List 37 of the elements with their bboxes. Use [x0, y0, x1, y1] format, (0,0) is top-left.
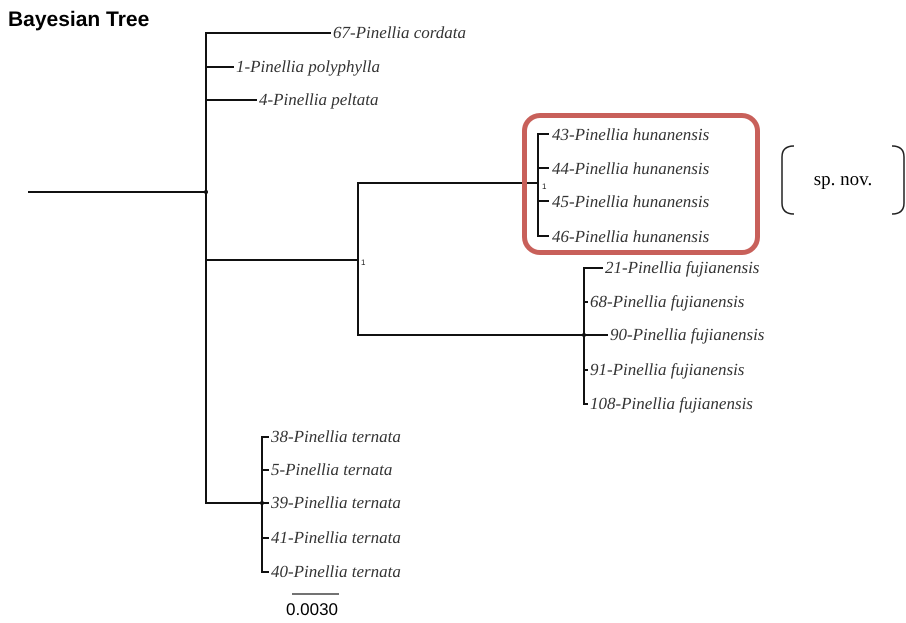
bracket-annotation	[780, 145, 906, 215]
annotation-text: sp. nov.	[812, 169, 874, 191]
taxon-label: 46-Pinellia hunanensis	[552, 227, 710, 247]
taxon-label: 67-Pinellia cordata	[333, 23, 466, 43]
tree-branch	[205, 192, 262, 504]
tree-branch	[537, 183, 549, 237]
taxon-label: 1-Pinellia polyphylla	[236, 57, 380, 77]
taxon-label: 21-Pinellia fujianensis	[605, 258, 760, 278]
taxon-label: 39-Pinellia ternata	[271, 493, 401, 513]
tree-branch	[28, 191, 206, 193]
tree-branch	[205, 99, 257, 192]
taxon-label: 90-Pinellia fujianensis	[610, 325, 764, 345]
taxon-label: 40-Pinellia ternata	[271, 562, 401, 582]
taxon-label: 38-Pinellia ternata	[271, 427, 401, 447]
highlight-frame	[522, 113, 760, 255]
taxon-label: 45-Pinellia hunanensis	[552, 192, 710, 212]
tree-branch	[357, 260, 584, 336]
branch-node	[260, 501, 264, 505]
tree-branch	[583, 334, 608, 336]
taxon-label: 91-Pinellia fujianensis	[590, 360, 744, 380]
tree-branch	[583, 301, 588, 335]
taxon-label: 43-Pinellia hunanensis	[552, 125, 710, 145]
support-value: 1	[542, 182, 546, 191]
taxon-label: 44-Pinellia hunanensis	[552, 159, 710, 179]
tree-branch	[357, 182, 538, 260]
taxon-label: 68-Pinellia fujianensis	[590, 292, 744, 312]
branch-node	[204, 190, 208, 194]
tree-title: Bayesian Tree	[8, 8, 150, 32]
taxon-label: 41-Pinellia ternata	[271, 528, 401, 548]
taxon-label: 5-Pinellia ternata	[271, 460, 392, 480]
taxon-label: 4-Pinellia peltata	[259, 90, 378, 110]
scale-value: 0.0030	[286, 600, 338, 620]
tree-branch	[537, 167, 549, 183]
branch-node	[582, 333, 586, 337]
taxon-label: 108-Pinellia fujianensis	[590, 394, 753, 414]
support-value: 1	[361, 258, 366, 267]
tree-branch	[261, 469, 269, 503]
